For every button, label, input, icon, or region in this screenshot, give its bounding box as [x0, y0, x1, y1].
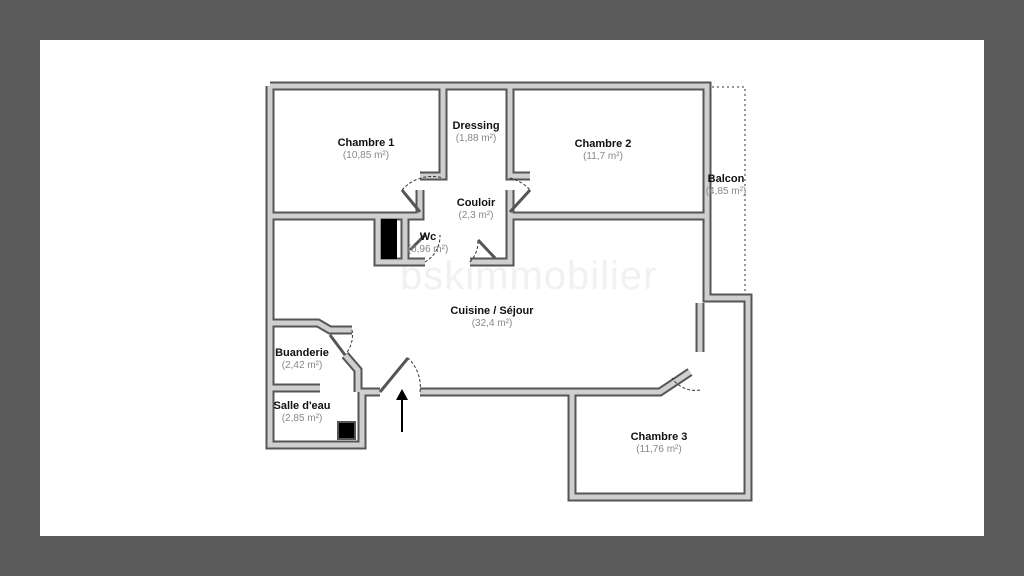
- room-buanderie: Buanderie(2,42 m²): [275, 347, 329, 372]
- room-area: (10,85 m²): [342, 150, 390, 161]
- room-balcon: Balcon(4,85 m²): [706, 173, 747, 198]
- room-name: Cuisine / Séjour: [450, 305, 534, 317]
- room-chambre-3: Chambre 3(11,76 m²): [631, 431, 688, 456]
- room-name: Chambre 3: [630, 431, 688, 443]
- room-couloir: Couloir(2,3 m²): [457, 197, 496, 222]
- room-dressing: Dressing(1,88 m²): [452, 120, 499, 145]
- room-area: (2,3 m²): [458, 210, 494, 221]
- room-area: (32,4 m²): [471, 318, 513, 329]
- room-area: (1,88 m²): [455, 133, 497, 144]
- room-name: Buanderie: [275, 347, 329, 359]
- room-name: Salle d'eau: [273, 400, 331, 412]
- room-area: (11,76 m²): [636, 444, 682, 455]
- room-area: (2,85 m²): [281, 413, 323, 424]
- room-name: Wc: [419, 231, 437, 243]
- room-chambre-2: Chambre 2(11,7 m²): [575, 138, 632, 163]
- room-name: Couloir: [456, 197, 496, 209]
- room-cuisine-sejour: Cuisine / Séjour(32,4 m²): [450, 305, 533, 330]
- wc-cabinet: [381, 219, 397, 259]
- room-chambre-1: Chambre 1(10,85 m²): [338, 137, 395, 162]
- room-wc: Wc(0,96 m²): [408, 231, 449, 256]
- room-area: (2,42 m²): [281, 360, 323, 371]
- room-name: Balcon: [707, 173, 745, 185]
- door-leaves: [328, 188, 532, 393]
- room-area: (11,7 m²): [583, 151, 623, 162]
- door-swings: [344, 175, 701, 393]
- watermark-logo: bskimmobilier: [400, 254, 658, 298]
- room-area: (4,85 m²): [705, 186, 747, 197]
- room-area: (0,96 m²): [407, 244, 449, 255]
- room-name: Dressing: [452, 120, 500, 132]
- room-name: Chambre 1: [337, 137, 395, 149]
- room-name: Chambre 2: [574, 138, 632, 150]
- shower-drain: [337, 421, 356, 440]
- room-salle-d-eau: Salle d'eau(2,85 m²): [273, 400, 330, 425]
- entrance-arrow-icon: [396, 389, 408, 432]
